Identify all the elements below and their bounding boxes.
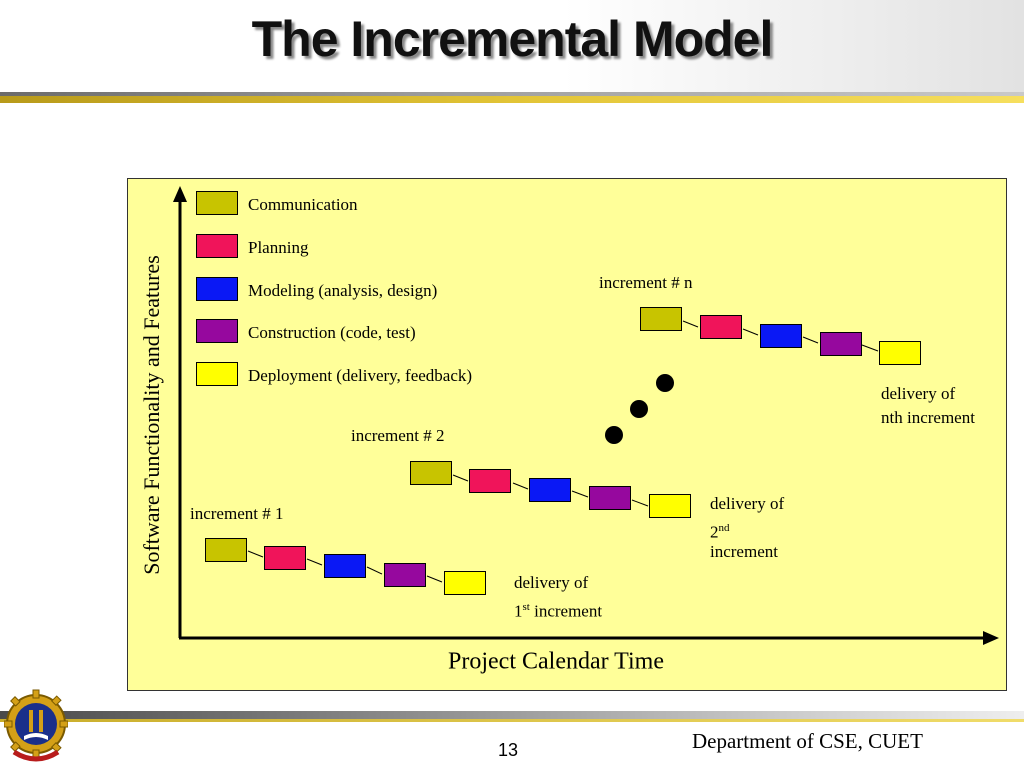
y-axis-arrowhead — [173, 186, 187, 202]
increment-n-delivery-line2: nth increment — [881, 408, 975, 427]
increment-2-modeling-box — [529, 478, 571, 502]
legend-swatch-construction — [196, 319, 238, 343]
increment-2-deployment-box — [649, 494, 691, 518]
increment-1-connectors — [247, 550, 443, 583]
legend-swatch-communication — [196, 191, 238, 215]
legend-label-planning: Planning — [248, 238, 309, 257]
increment-2-planning-box — [469, 469, 511, 493]
increment-1-delivery-number: 1 — [514, 601, 523, 621]
increment-1-deployment-box — [444, 571, 486, 595]
y-axis-label: Software Functionality and Features — [139, 255, 164, 575]
ellipsis-dot — [630, 400, 648, 418]
legend-label-deployment: Deployment (delivery, feedback) — [248, 366, 473, 385]
ellipsis-dot — [605, 426, 623, 444]
increment-2-communication-box — [410, 461, 452, 485]
increment-2-delivery-line3: increment — [710, 542, 778, 561]
increment-1-delivery-ordinal: st — [522, 601, 530, 613]
increment-2-delivery-ordinal: nd — [718, 522, 730, 534]
legend-label-construction: Construction (code, test) — [248, 323, 416, 342]
legend-swatch-modeling — [196, 277, 238, 301]
footer-divider — [0, 711, 1024, 719]
legend-label-communication: Communication — [248, 195, 358, 214]
increment-2-delivery-number: 2 — [710, 522, 719, 542]
increment-n-connectors — [682, 320, 879, 352]
x-axis-arrowhead — [983, 631, 999, 645]
increment-2-connectors — [452, 474, 649, 507]
increment-n-deployment-box — [879, 341, 921, 365]
header-background — [0, 0, 1024, 92]
slide-title: The Incremental Model — [251, 11, 774, 67]
cuet-logo-icon — [4, 689, 68, 762]
legend-swatch-deployment — [196, 362, 238, 386]
increment-2-delivery-line2: 2nd — [710, 516, 730, 545]
ellipsis-dot — [656, 374, 674, 392]
header-divider-gray — [0, 92, 1024, 96]
footer-department: Department of CSE, CUET — [692, 729, 923, 753]
increment-n-modeling-box — [760, 324, 802, 348]
increment-1-delivery-line2: 1st increment — [514, 595, 602, 624]
increment-n-communication-box — [640, 307, 682, 331]
increment-2-label: increment # 2 — [351, 426, 445, 445]
header-divider-gold — [0, 96, 1024, 103]
footer-divider-gold — [0, 719, 1024, 722]
increment-n-planning-box — [700, 315, 742, 339]
increment-n-delivery-line1: delivery of — [881, 384, 956, 403]
diagram-panel — [127, 178, 1007, 691]
x-axis-label: Project Calendar Time — [448, 648, 664, 675]
increment-1-label: increment # 1 — [190, 504, 284, 523]
increment-1-construction-box — [384, 563, 426, 587]
increment-n-label: increment # n — [599, 273, 693, 292]
increment-1-delivery-line1: delivery of — [514, 573, 589, 592]
increment-1-planning-box — [264, 546, 306, 570]
increment-n-construction-box — [820, 332, 862, 356]
increment-1-communication-box — [205, 538, 247, 562]
legend-label-modeling: Modeling (analysis, design) — [248, 281, 438, 300]
increment-2-delivery-line1: delivery of — [710, 494, 785, 513]
page-number: 13 — [498, 740, 519, 760]
increment-1-delivery-rest: increment — [529, 601, 603, 621]
legend-swatch-planning — [196, 234, 238, 258]
increment-1-modeling-box — [324, 554, 366, 578]
increment-2-construction-box — [589, 486, 631, 510]
